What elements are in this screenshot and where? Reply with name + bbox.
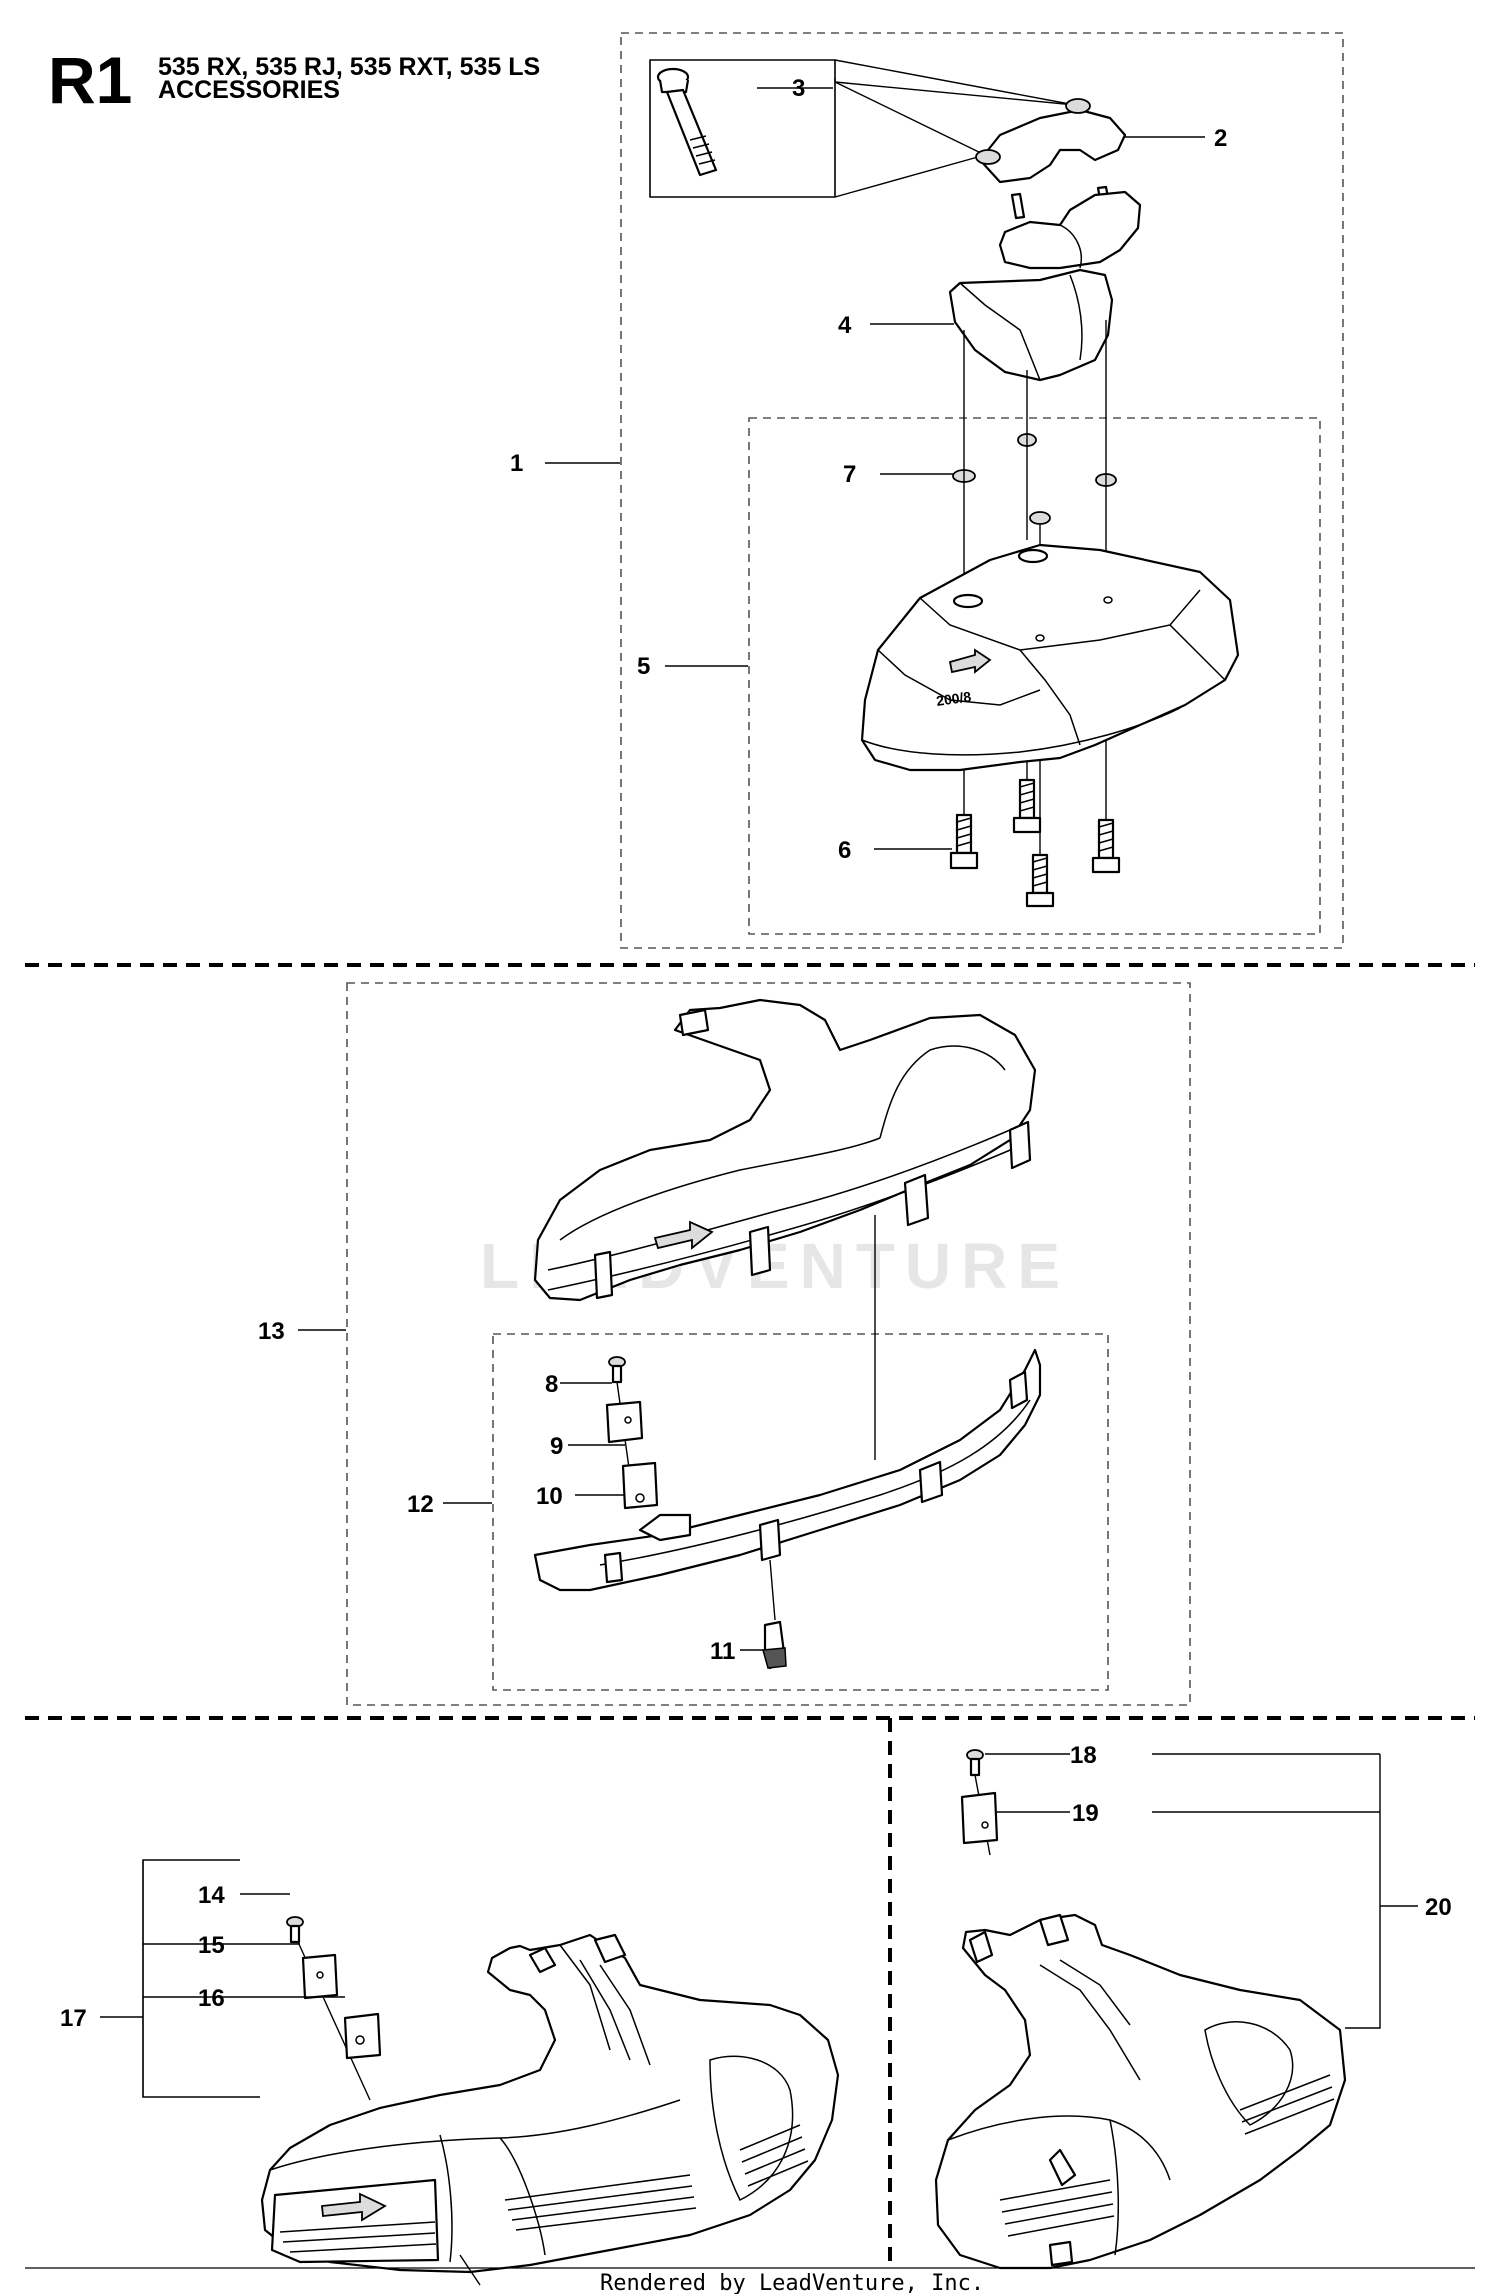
clamp-assembly	[975, 98, 1142, 270]
footer-credit: Rendered by LeadVenture, Inc.	[600, 2271, 984, 2294]
guard-clip	[762, 1559, 787, 1670]
screw-icon	[608, 1356, 626, 1384]
callout-2: 2	[1214, 125, 1227, 152]
guard-bracket	[948, 268, 1114, 382]
screw-plate-group-17	[286, 1916, 382, 2101]
callout-13: 13	[258, 1318, 285, 1345]
page-subtitle: ACCESSORIES	[158, 76, 340, 104]
guard-20	[934, 1913, 1347, 2270]
callout-leaders	[100, 87, 1418, 2098]
callout-17: 17	[60, 2005, 87, 2032]
guard-13-upper	[533, 998, 1037, 1302]
callout-4: 4	[838, 312, 852, 339]
main-trimmer-guard: 200/8	[860, 543, 1240, 772]
assembly-box-1	[620, 32, 1344, 949]
callout-10: 10	[536, 1483, 563, 1510]
bolt-detail-inset	[649, 59, 1076, 198]
assembly-box-5	[748, 417, 1321, 935]
bolt-icon	[656, 67, 718, 177]
screw-icon	[286, 1916, 304, 1944]
callout-1: 1	[510, 450, 523, 477]
callout-12: 12	[407, 1491, 434, 1518]
screw-icon	[966, 1749, 984, 1777]
bolt-group	[949, 778, 1121, 908]
callout-14: 14	[198, 1882, 225, 1909]
callout-15: 15	[198, 1932, 225, 1959]
callout-3: 3	[792, 75, 805, 102]
bolt-icon	[949, 813, 979, 870]
callout-18: 18	[1070, 1742, 1097, 1769]
callout-5: 5	[637, 653, 650, 680]
bolt-icon	[1025, 853, 1055, 908]
section-code: R1	[48, 43, 132, 117]
callout-7: 7	[843, 461, 856, 488]
guard-marking-label: 200/8	[935, 688, 972, 709]
callout-labels: 1 2 3 4 5 6 7 8 9 10 11 12 13 14 15 16 1…	[60, 75, 1452, 2032]
callout-11: 11	[710, 1638, 735, 1665]
bolt-icon	[1091, 818, 1121, 874]
guard-17	[260, 1933, 840, 2286]
washer-group	[952, 433, 1117, 525]
bolt-icon	[1012, 778, 1042, 834]
callout-20: 20	[1425, 1894, 1452, 1921]
callout-19: 19	[1072, 1800, 1099, 1827]
callout-8: 8	[545, 1371, 558, 1398]
assembly-box-13	[346, 982, 1191, 1706]
callout-6: 6	[838, 837, 851, 864]
assembly-box-12	[492, 1333, 1109, 1691]
guard-12-strip	[533, 1348, 1042, 1592]
callout-9: 9	[550, 1433, 563, 1460]
model-list: 535 RX, 535 RJ, 535 RXT, 535 LS	[158, 53, 540, 81]
callout-16: 16	[198, 1985, 225, 2012]
screw-plate-group-20	[960, 1749, 999, 1856]
screw-plate-group-12	[605, 1356, 659, 1510]
